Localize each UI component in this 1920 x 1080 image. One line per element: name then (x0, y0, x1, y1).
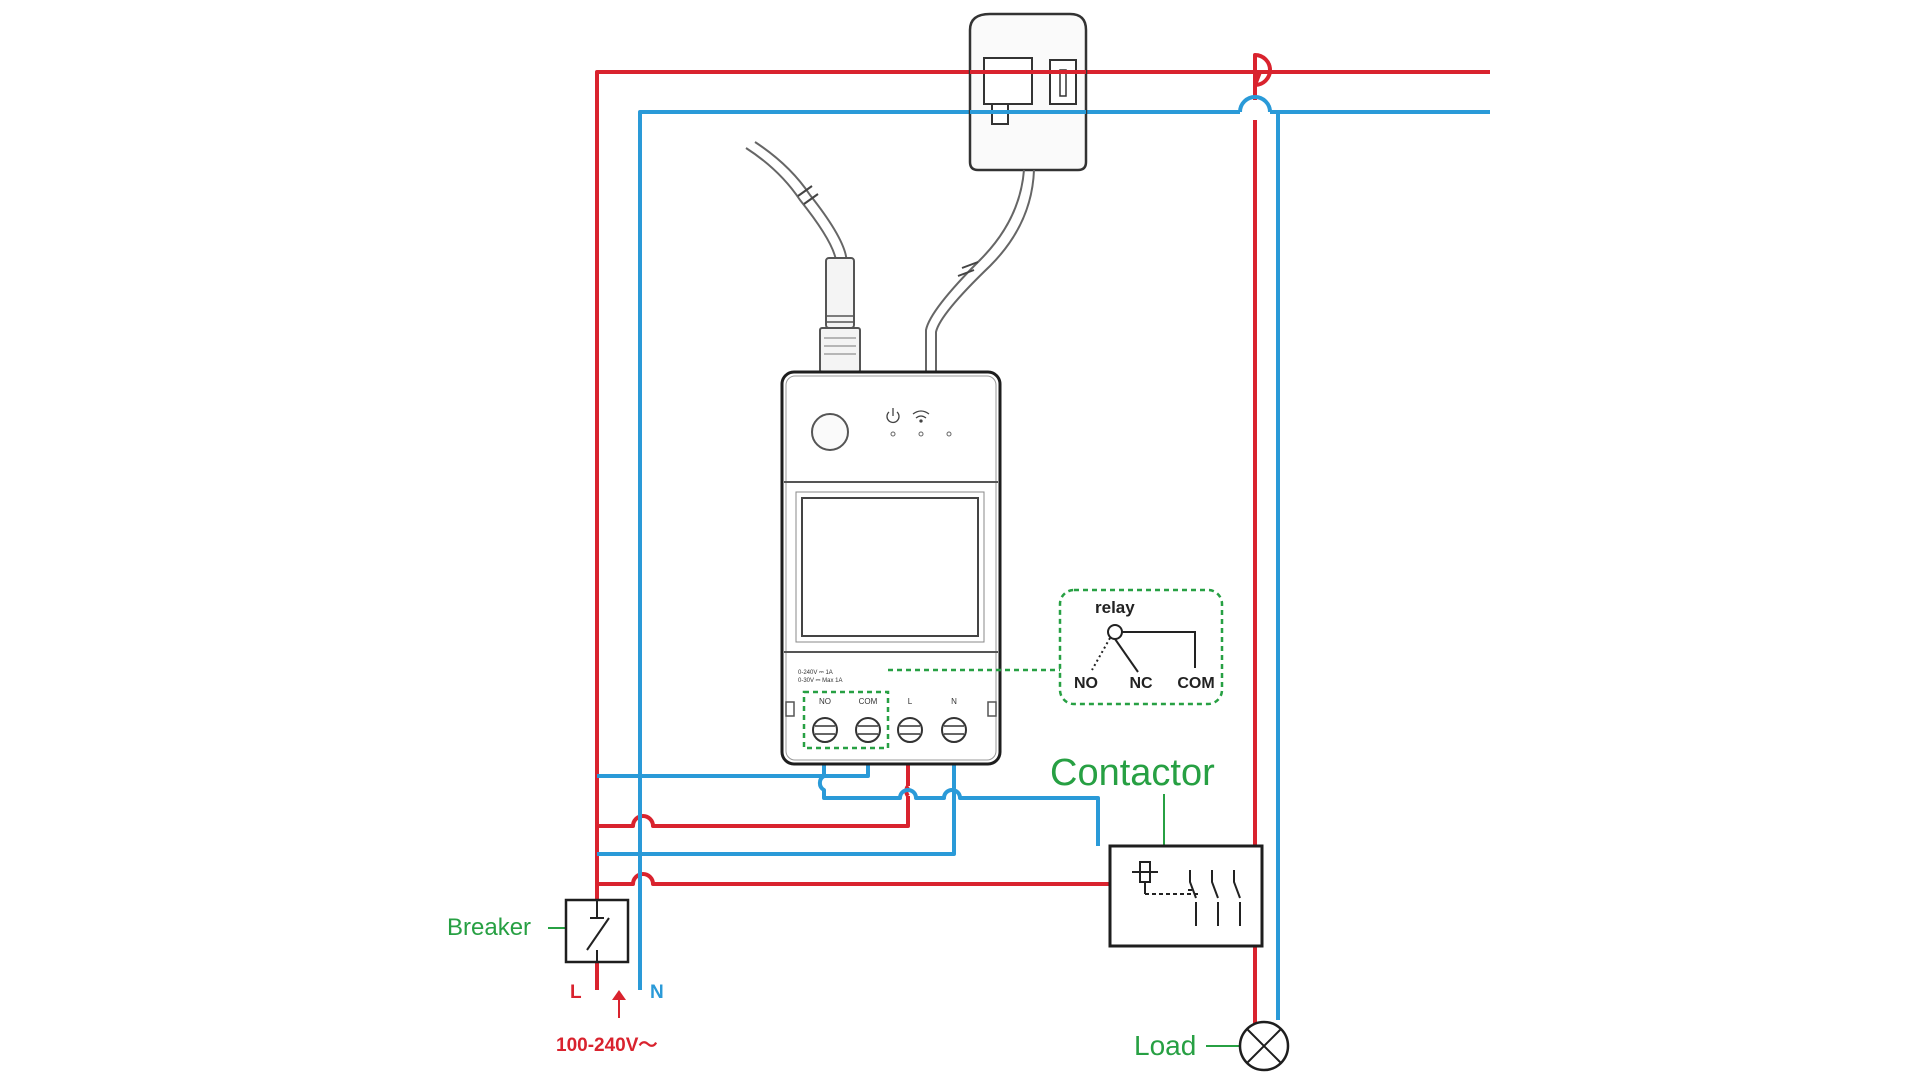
wifi-led-icon (912, 410, 930, 423)
terminal-label-no: NO (819, 697, 831, 706)
cable-connector (819, 257, 861, 373)
load: Load (1134, 1020, 1290, 1072)
ct-cable (925, 169, 1025, 372)
terminal-screws (812, 717, 967, 743)
terminal-label-com: COM (859, 697, 878, 706)
contactor-label: Contactor (1050, 752, 1215, 794)
terminal-label-n: N (951, 697, 957, 706)
smart-meter-device: 0-240V ⎓ 1A 0-30V ⎓ Max 1A NO COM L N (780, 370, 1002, 766)
neutral-bridge (1238, 95, 1272, 113)
live-to-device-L (597, 762, 910, 828)
relay-inset: relay NO NC COM (1058, 588, 1224, 706)
relay-terminal-highlight (802, 690, 890, 750)
breaker-label: Breaker (447, 914, 531, 941)
rating-line-1: 0-240V ⎓ 1A (798, 670, 833, 676)
neutral-wiring (597, 95, 1490, 1020)
supply-voltage: 100-240V～ (556, 1035, 657, 1056)
live-main-top (595, 53, 1490, 990)
relay-label-com: COM (1177, 675, 1214, 692)
line-label-l: L (570, 982, 582, 1003)
device-cables (745, 141, 1035, 372)
lcd-screen (801, 497, 979, 637)
current-clamp (968, 12, 1088, 172)
load-label: Load (1134, 1030, 1196, 1061)
breaker: Breaker (447, 898, 630, 964)
ct-cable-inner (935, 169, 1035, 372)
contactor-box[interactable] (1108, 844, 1264, 948)
relay-label-no: NO (1074, 675, 1098, 692)
power-led-icon (886, 408, 900, 424)
rating-line-2: 0-30V ⎓ Max 1A (798, 678, 842, 684)
ct-window (983, 57, 1033, 105)
relay-title: relay (1095, 598, 1135, 617)
terminal-label-l: L (908, 697, 913, 706)
supply-arrow-icon (612, 990, 626, 1018)
neutral-to-device-N (597, 762, 956, 856)
contactor: Contactor (1050, 752, 1264, 948)
relay-box (1058, 588, 1224, 706)
control-button[interactable] (811, 413, 849, 451)
relay-label-nc: NC (1129, 675, 1153, 692)
line-label-n: N (650, 982, 664, 1003)
live-to-contactor (597, 872, 1110, 886)
live-wiring (595, 53, 1490, 1030)
neutral-to-com (597, 762, 870, 778)
ct-latch (1049, 59, 1077, 105)
